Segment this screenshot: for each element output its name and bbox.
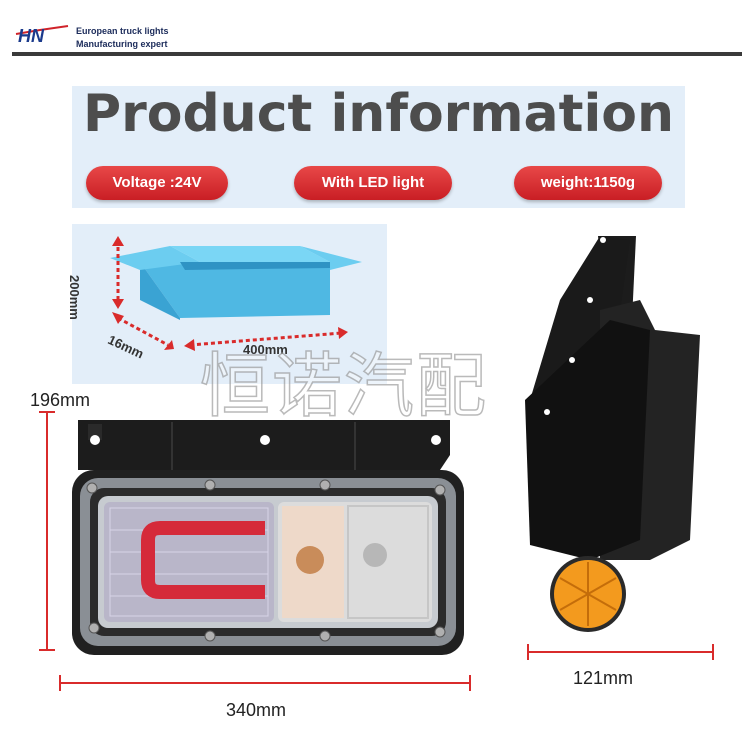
brand-logo: HN [14,20,70,50]
product-width-label: 340mm [226,700,287,720]
watermark-text: 恒诺汽配 [199,344,488,428]
weight-badge: weight:1150g [514,166,662,200]
product-depth-label: 121mm [573,668,634,688]
brand-tagline-2: Manufacturing expert [76,39,168,49]
brand-tagline-1: European truck lights [76,26,169,36]
svg-text:HN: HN [18,26,45,46]
package-width-label: 400mm [243,342,288,357]
page-title: Product information [82,84,675,144]
product-height-label: 196mm [30,390,91,410]
voltage-badge: Voltage :24V [86,166,228,200]
header-divider [12,52,742,56]
led-badge: With LED light [294,166,452,200]
